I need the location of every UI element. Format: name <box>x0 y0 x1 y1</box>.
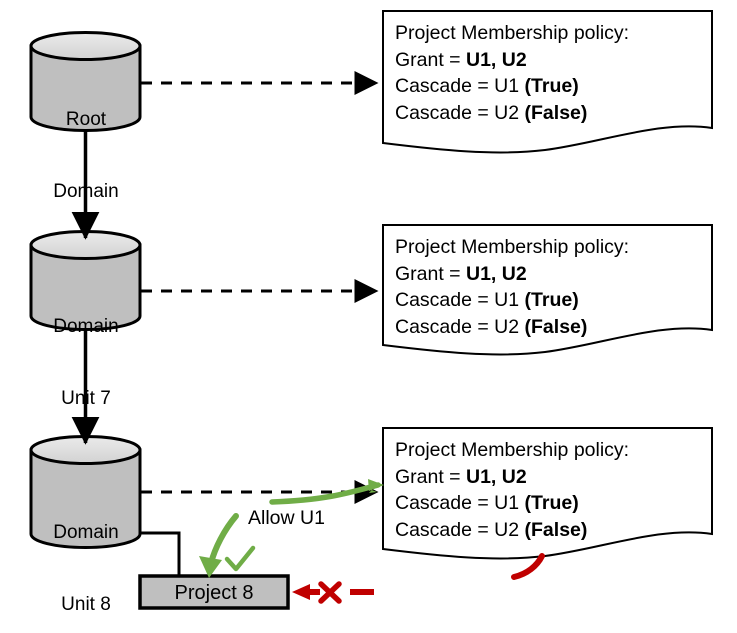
policy-text-root-domain: Project Membership policy: Grant = U1, U… <box>395 20 629 126</box>
policy-line-4-plain: Cascade = U2 <box>395 518 525 541</box>
policy-line-4-plain: Cascade = U2 <box>395 101 525 124</box>
node-root-domain[interactable] <box>29 31 142 132</box>
policy-line-3-plain: Cascade = U1 <box>395 492 525 514</box>
policy-line-3: Cascade = U1 (True) <box>395 287 629 314</box>
policy-line-1: Project Membership policy: <box>395 234 629 261</box>
policy-text-domain-unit-7: Project Membership policy: Grant = U1, U… <box>395 234 629 340</box>
cylinder-top-root-domain <box>29 31 142 61</box>
policy-line-2-bold: U1, U2 <box>466 48 527 71</box>
edge-unit8-to-project8 <box>140 531 181 576</box>
deny-curve-pointer <box>511 553 545 580</box>
policy-line-4: Cascade = U2 (False) <box>395 314 629 341</box>
policy-line-2-plain: Grant = <box>395 465 466 488</box>
policy-line-4-plain: Cascade = U2 <box>395 315 525 338</box>
annotation-deny: Deny all users except U1 <box>376 578 576 633</box>
policy-line-2-plain: Grant = <box>395 262 466 285</box>
check-icon <box>224 545 256 572</box>
allow-arrow-to-policy <box>269 479 384 505</box>
deny-arrow <box>292 584 320 600</box>
policy-line-2: Grant = U1, U2 <box>395 47 629 74</box>
allow-arrow-to-project8 <box>199 513 239 578</box>
policy-line-1: Project Membership policy: <box>395 437 629 464</box>
policy-line-3-bold: (True) <box>524 492 579 514</box>
policy-line-2-plain: Grant = <box>395 48 466 71</box>
policy-line-3-bold: (True) <box>524 75 579 97</box>
policy-line-1-plain: Project Membership policy: <box>395 236 630 258</box>
policy-line-3-bold: (True) <box>524 289 579 311</box>
policy-line-3-plain: Cascade = U1 <box>395 75 525 97</box>
policy-text-domain-unit-8: Project Membership policy: Grant = U1, U… <box>395 437 629 543</box>
node-domain-unit-8[interactable] <box>29 435 142 549</box>
policy-line-3: Cascade = U1 (True) <box>395 73 629 100</box>
policy-line-2: Grant = U1, U2 <box>395 261 629 288</box>
deny-x-icon <box>318 581 342 604</box>
policy-line-2-bold: U1, U2 <box>466 465 527 488</box>
policy-line-4-bold: (False) <box>524 315 588 338</box>
policy-line-2: Grant = U1, U2 <box>395 464 629 491</box>
policy-line-4-bold: (False) <box>524 518 588 541</box>
policy-line-1: Project Membership policy: <box>395 20 629 47</box>
policy-box-domain-unit-8[interactable] <box>382 427 713 560</box>
policy-line-3-plain: Cascade = U1 <box>395 289 525 311</box>
policy-line-1-plain: Project Membership policy: <box>395 22 630 44</box>
policy-line-4-bold: (False) <box>524 101 588 124</box>
node-domain-unit-7[interactable] <box>29 230 142 331</box>
policy-line-4: Cascade = U2 (False) <box>395 100 629 127</box>
policy-line-2-bold: U1, U2 <box>466 262 527 285</box>
policy-line-4: Cascade = U2 (False) <box>395 517 629 544</box>
node-project-8[interactable] <box>138 574 290 610</box>
annotation-allow-u1: Allow U1 <box>248 507 325 529</box>
policy-box-domain-unit-7[interactable] <box>382 224 713 356</box>
policy-line-1-plain: Project Membership policy: <box>395 439 630 461</box>
policy-box-root-domain[interactable] <box>382 10 713 154</box>
policy-line-3: Cascade = U1 (True) <box>395 490 629 517</box>
